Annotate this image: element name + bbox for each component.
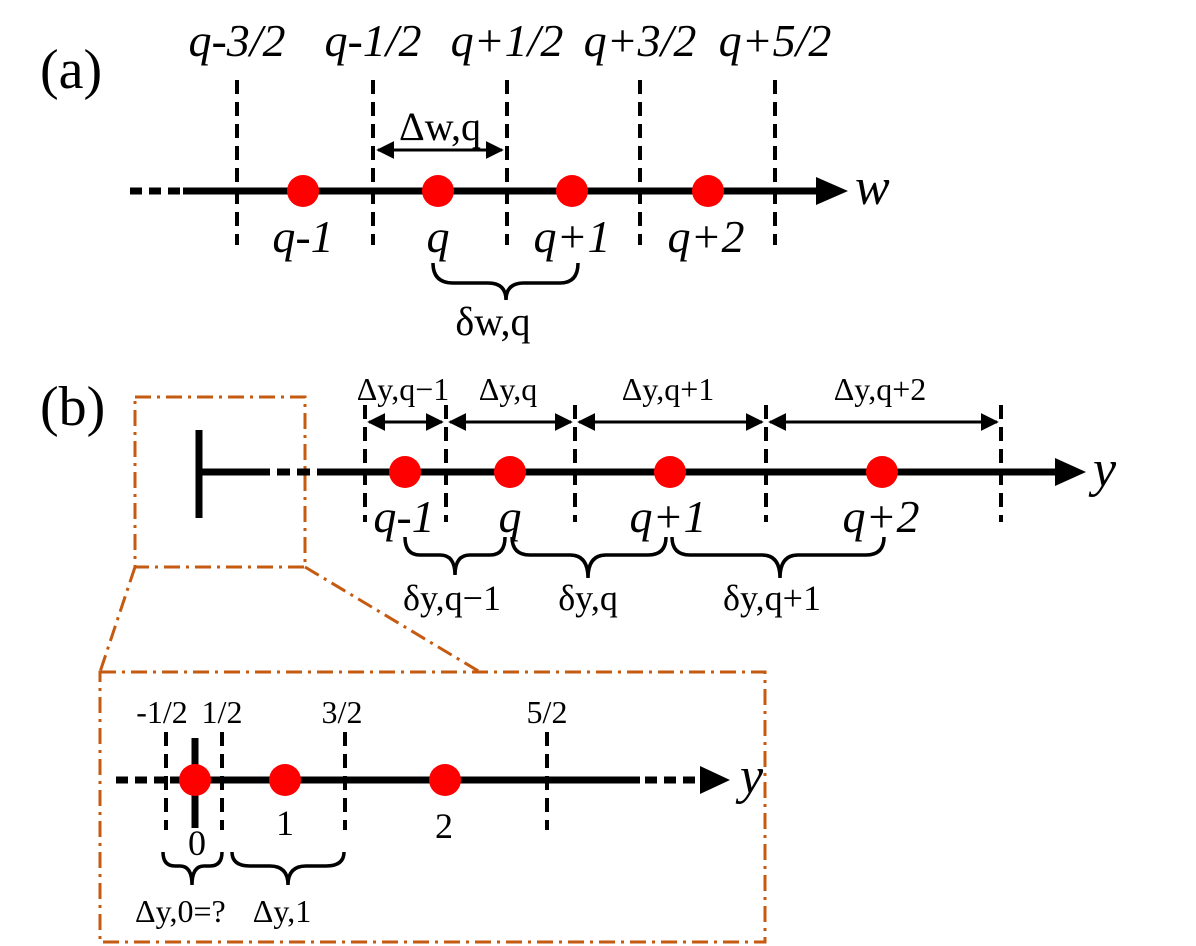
zoom-connector bbox=[98, 566, 137, 673]
node-label: 1 bbox=[276, 803, 294, 843]
panel-a-nodes bbox=[287, 175, 724, 207]
inset-face-labels: -1/2 1/2 3/2 5/2 bbox=[136, 694, 567, 730]
node-label: q+1 bbox=[533, 211, 610, 262]
grid-node bbox=[422, 175, 454, 207]
width-label: Δy,1 bbox=[253, 893, 312, 929]
panel-b-spacing-braces bbox=[403, 536, 886, 579]
width-label: Δy,0=? bbox=[135, 893, 226, 929]
face-label: q+5/2 bbox=[719, 15, 832, 66]
node-label: q-1 bbox=[373, 491, 434, 542]
face-label: q+3/2 bbox=[584, 15, 697, 66]
panel-b-axis-arrowhead bbox=[1055, 458, 1086, 486]
inset-axis-arrowhead bbox=[700, 766, 730, 794]
spacing-label: δy,q+1 bbox=[723, 578, 821, 618]
node-label: q+2 bbox=[667, 211, 744, 262]
grid-node bbox=[692, 175, 724, 207]
width-label: Δy,q bbox=[479, 371, 538, 407]
panel-a-delta-label: Δw,q bbox=[399, 104, 481, 149]
zoom-box bbox=[133, 395, 307, 569]
grid-node bbox=[556, 175, 588, 207]
spacing-brace bbox=[403, 536, 507, 576]
node-label: q+1 bbox=[629, 491, 706, 542]
face-label: q-3/2 bbox=[188, 15, 285, 66]
panel-b-spacing-labels: δy,q−1 δy,q δy,q+1 bbox=[403, 578, 821, 618]
grid-node bbox=[287, 175, 319, 207]
node-label: q bbox=[499, 491, 522, 542]
inset-width-labels: Δy,0=? Δy,1 bbox=[135, 893, 311, 929]
inset: -1/2 1/2 3/2 5/2 y 0 1 2 bbox=[98, 670, 767, 944]
panel-a-axis-label: w bbox=[855, 159, 890, 216]
grid-node bbox=[866, 456, 898, 488]
width-brace bbox=[161, 851, 224, 886]
inset-node-labels: 0 1 2 bbox=[188, 803, 453, 863]
panel-b-width-labels: Δy,q−1 Δy,q Δy,q+1 Δy,q+2 bbox=[357, 371, 927, 407]
panel-a-delta-brace bbox=[431, 262, 580, 301]
panel-b-node-labels: q-1 q q+1 q+2 bbox=[373, 491, 919, 542]
width-brace bbox=[230, 851, 346, 886]
grid-node bbox=[494, 456, 526, 488]
face-label: 5/2 bbox=[527, 694, 568, 730]
spacing-label: δy,q bbox=[558, 578, 618, 618]
panel-a: (a) q-3/2 q-1/2 q+1/2 q+3/2 q+5/2 w Δw,q bbox=[40, 15, 890, 344]
spacing-brace bbox=[510, 536, 668, 579]
node-label: q bbox=[427, 211, 450, 262]
width-label: Δy,q+2 bbox=[834, 371, 927, 407]
panel-a-axis-arrowhead bbox=[816, 177, 848, 205]
node-label: 0 bbox=[188, 823, 206, 863]
grid-node bbox=[269, 764, 301, 796]
panel-b-face-lines bbox=[363, 405, 1003, 522]
inset-nodes bbox=[179, 764, 461, 796]
node-label: 2 bbox=[435, 806, 453, 846]
inset-width-braces bbox=[161, 851, 346, 886]
inset-box bbox=[98, 670, 767, 944]
panel-b-nodes bbox=[389, 456, 898, 488]
grid-node bbox=[389, 456, 421, 488]
zoom-connectors bbox=[98, 565, 481, 674]
node-label: q-1 bbox=[272, 211, 333, 262]
panel-a-node-labels: q-1 q q+1 q+2 bbox=[272, 211, 744, 262]
grid-node bbox=[179, 764, 211, 796]
grid-node bbox=[429, 764, 461, 796]
face-label: -1/2 bbox=[136, 694, 188, 730]
panel-b: (b) y Δy,q−1 Δy,q Δy,q+1 bbox=[40, 371, 1117, 674]
panel-a-face-lines bbox=[235, 80, 777, 245]
node-label: q+2 bbox=[842, 491, 919, 542]
width-label: Δy,q+1 bbox=[622, 371, 715, 407]
width-label: Δy,q−1 bbox=[357, 371, 450, 407]
panel-a-face-labels: q-3/2 q-1/2 q+1/2 q+3/2 q+5/2 bbox=[188, 15, 831, 66]
panel-a-label: (a) bbox=[40, 39, 102, 101]
zoom-connector bbox=[304, 565, 481, 674]
grid-node bbox=[654, 456, 686, 488]
spacing-label: δy,q−1 bbox=[403, 578, 501, 618]
spacing-brace bbox=[670, 536, 886, 579]
panel-b-label: (b) bbox=[40, 376, 105, 438]
panel-a-delta-node-label: δw,q bbox=[455, 299, 530, 344]
face-label: 1/2 bbox=[202, 694, 243, 730]
panel-b-axis-label: y bbox=[1088, 441, 1117, 498]
face-label: 3/2 bbox=[322, 694, 363, 730]
inset-axis-label: y bbox=[735, 748, 764, 805]
face-label: q+1/2 bbox=[451, 15, 564, 66]
face-label: q-1/2 bbox=[324, 15, 421, 66]
